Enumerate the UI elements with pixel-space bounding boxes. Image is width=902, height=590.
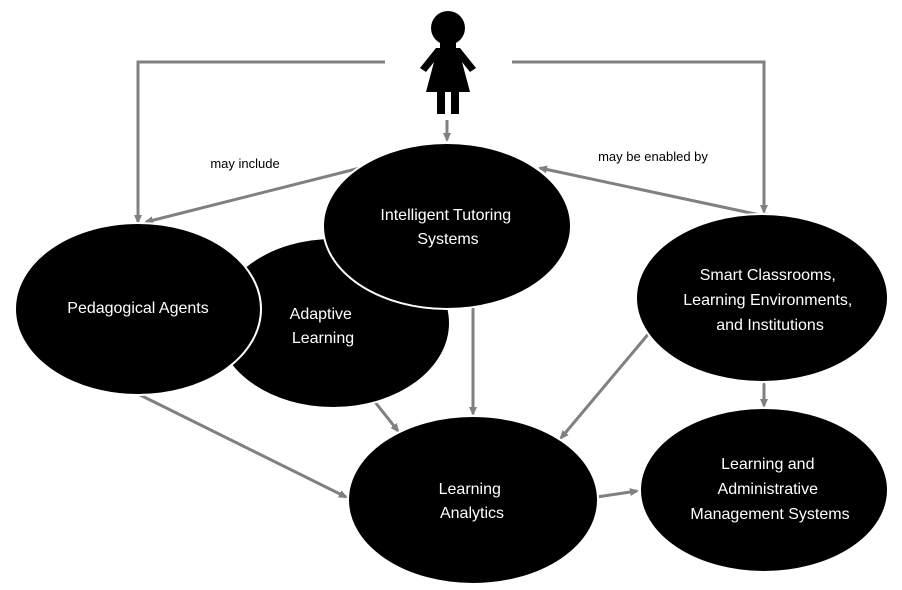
edge-smart-to-its <box>538 165 768 221</box>
node-its-line-2: Systems <box>417 231 478 248</box>
node-pedagogical-agents-line-1: Pedagogical Agents <box>67 300 208 317</box>
node-smart-line-2: Learning Environments, <box>683 292 852 309</box>
edge-label-may-be-enabled-by: may be enabled by <box>598 149 708 164</box>
node-adaptive-learning-line-2: Learning <box>292 330 354 347</box>
node-intelligent-tutoring-systems: Intelligent Tutoring Systems <box>322 142 572 310</box>
svg-text:Learning Analytics: Learning Analytics <box>439 481 506 522</box>
svg-text:Adaptive Learning: Adaptive Learning <box>290 306 357 347</box>
node-smart-line-3: and Institutions <box>716 317 824 334</box>
svg-text:Learning and Administr: Learning and Administrative Management S… <box>690 456 849 523</box>
edge-user-to-smart <box>512 60 768 214</box>
edge-label-may-include: may include <box>210 156 279 171</box>
svg-text:Intelligent Tutoring S: Intelligent Tutoring Systems <box>380 207 515 248</box>
edge-user-to-pedagogical <box>134 60 385 224</box>
edge-analytics-to-lams <box>596 488 639 499</box>
node-smart-classrooms: Smart Classrooms, Learning Environments,… <box>635 213 889 383</box>
node-its-line-1: Intelligent Tutoring <box>380 207 511 224</box>
node-pedagogical-agents: Pedagogical Agents <box>14 222 262 396</box>
person-icon <box>420 11 476 114</box>
svg-text:Smart Classrooms, Lear: Smart Classrooms, Learning Environments,… <box>683 267 856 334</box>
edge-smart-to-analytics <box>559 331 652 440</box>
node-analytics-line-2: Analytics <box>440 505 504 522</box>
node-lams-line-2: Administrative <box>718 481 819 498</box>
edge-its-to-pedagogical <box>144 166 361 225</box>
edge-adaptive-to-analytics <box>367 394 400 433</box>
node-adaptive-learning-line-1: Adaptive <box>290 306 352 323</box>
node-lams-line-3: Management Systems <box>690 506 849 523</box>
node-lams-line-1: Learning and <box>721 456 814 473</box>
svg-text:Pedagogical Agents: Pedagogical Agents <box>67 300 208 317</box>
node-learning-administrative-management-systems: Learning and Administrative Management S… <box>639 407 889 573</box>
node-smart-line-1: Smart Classrooms, <box>700 267 836 284</box>
edges <box>129 60 768 499</box>
edge-pedagogical-to-analytics <box>129 388 348 499</box>
node-learning-analytics: Learning Analytics <box>347 415 599 585</box>
node-analytics-line-1: Learning <box>439 481 501 498</box>
